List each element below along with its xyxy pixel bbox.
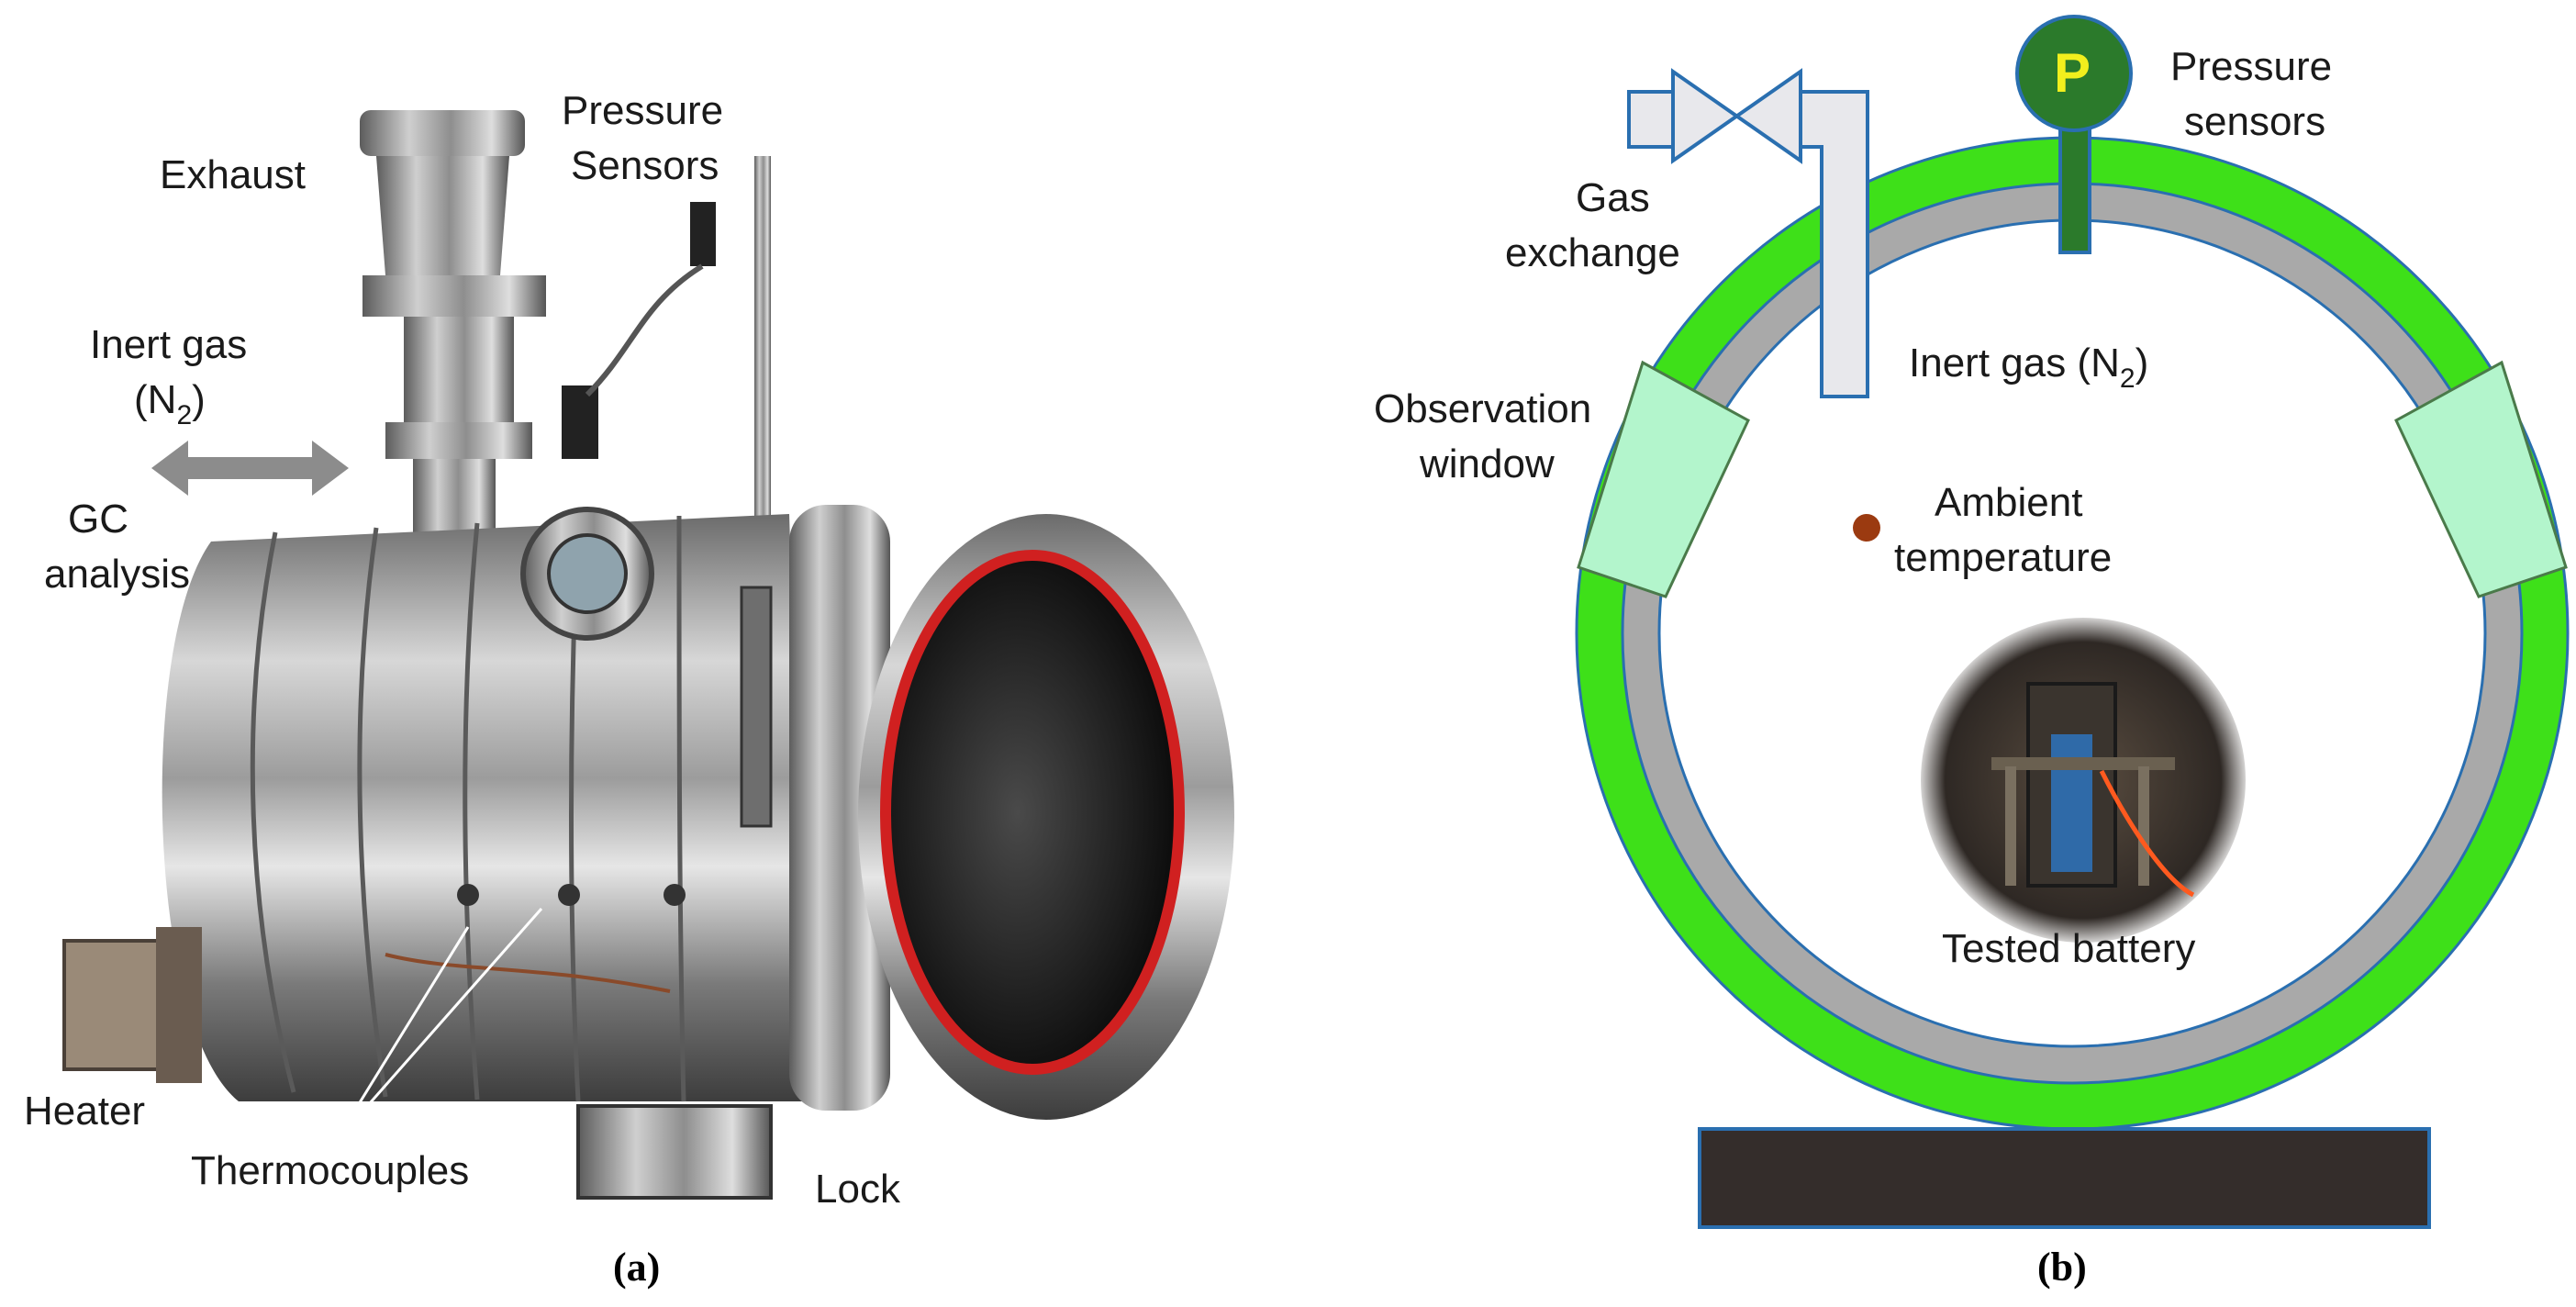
lock-box	[576, 1104, 773, 1200]
pressure-sensor-icon	[2015, 15, 2133, 132]
thermocouple-fitting-2	[558, 884, 580, 906]
thermocouples-leader-2	[333, 908, 543, 1144]
pressure-sensors-label-b-line2: sensors	[2184, 99, 2325, 144]
panel-a-caption: (a)	[613, 1245, 660, 1290]
thermocouple-fitting-3	[664, 884, 686, 906]
pressure-sensors-label-b-line1: Pressure	[2170, 44, 2332, 89]
panel-a: Exhaust Pressure Sensors Inert gas (N2) …	[24, 88, 1234, 1290]
gc-analysis-label-line2: analysis	[44, 552, 190, 597]
exhaust-valve-body	[376, 156, 509, 275]
panel-b: P Pressure sensors Gas exchange Inert ga…	[1374, 15, 2570, 1290]
gas-exchange-inlet	[1627, 90, 1675, 149]
gc-analysis-label-line1: GC	[68, 497, 128, 542]
pressure-sensor-stem	[2058, 127, 2091, 254]
observation-window-label-line1: Observation	[1374, 386, 1591, 431]
pressure-sensors-label-line2: Sensors	[571, 143, 719, 188]
exhaust-neck	[413, 459, 496, 532]
observation-window-left	[1577, 360, 1750, 598]
exhaust-label: Exhaust	[160, 152, 306, 197]
thermocouples-leader-1	[333, 926, 470, 1144]
door-seal	[880, 550, 1185, 1075]
ambient-temperature-label-line2: temperature	[1894, 535, 2112, 580]
chamber-body	[162, 514, 808, 1101]
heater-label: Heater	[24, 1089, 145, 1134]
inert-gas-label-line2: (N2)	[134, 377, 206, 430]
lock-label: Lock	[815, 1167, 901, 1212]
sensor-cable	[585, 263, 704, 397]
exhaust-pipe	[404, 317, 514, 427]
thermocouple-wire	[385, 953, 671, 993]
gear-rack	[740, 586, 773, 828]
gas-valve-icon	[1671, 68, 1802, 164]
observation-window-label-line2: window	[1419, 441, 1555, 486]
pressure-sensor-rod	[754, 156, 771, 615]
exhaust-flange-1	[362, 275, 546, 317]
inert-gas-label-b: Inert gas (N2)	[1909, 341, 2148, 394]
battery-photo	[1921, 618, 2246, 943]
gas-exchange-label-line1: Gas	[1576, 175, 1650, 220]
gas-double-arrow	[151, 441, 349, 496]
ambient-temperature-dot	[1853, 514, 1880, 542]
support-base	[1698, 1127, 2431, 1229]
ambient-temperature-label-line1: Ambient	[1935, 480, 2082, 525]
exhaust-flange-2	[385, 422, 532, 459]
inert-gas-label-line1: Inert gas	[90, 322, 247, 367]
pressure-sensors-label-line1: Pressure	[562, 88, 723, 133]
chamber-photo	[62, 110, 1234, 1200]
exhaust-valve-top	[360, 110, 525, 156]
thermocouple-fitting-1	[457, 884, 479, 906]
observation-window-right	[2394, 360, 2568, 598]
pressure-sensor-body-2	[562, 385, 598, 459]
pressure-sensor-body	[690, 202, 716, 266]
thermocouples-label: Thermocouples	[191, 1148, 469, 1193]
pressure-symbol: P	[2054, 42, 2091, 104]
battery-cell	[2051, 734, 2092, 872]
gas-exchange-label-line2: exchange	[1505, 230, 1680, 275]
panel-b-caption: (b)	[2037, 1245, 2087, 1290]
door-ring	[789, 505, 890, 1111]
tested-battery-label: Tested battery	[1942, 926, 2195, 971]
